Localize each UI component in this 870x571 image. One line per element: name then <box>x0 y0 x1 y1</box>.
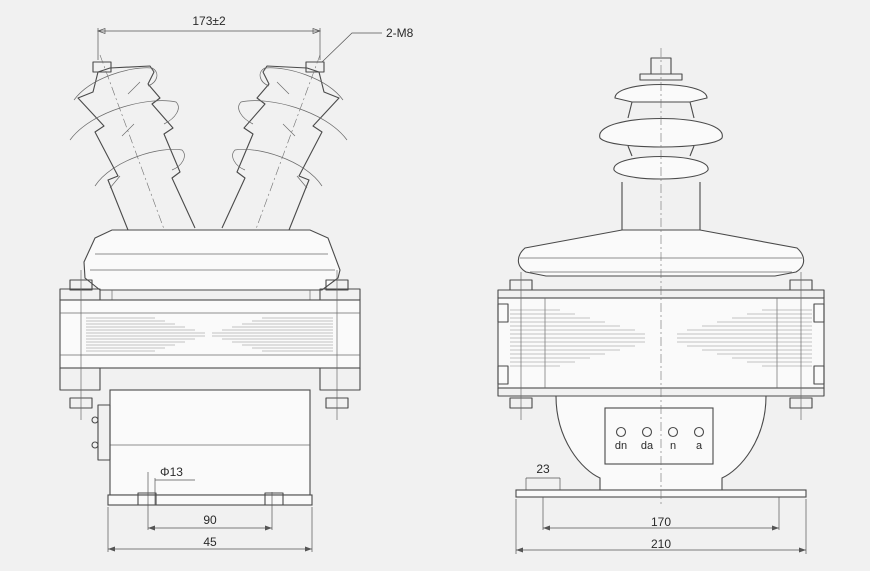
left-bushing <box>69 54 196 241</box>
dim-23-label: 23 <box>536 462 550 476</box>
side-bushing <box>599 57 723 230</box>
right-bushing <box>221 54 348 241</box>
terminal-label: dn <box>615 440 627 452</box>
terminal-label: da <box>641 440 654 452</box>
dim-170-label: 170 <box>651 515 671 529</box>
front-laminations <box>86 317 333 352</box>
screw-icon <box>693 426 705 438</box>
dim-phi13-label: Φ13 <box>160 465 183 479</box>
dim-45-label: 45 <box>203 535 217 549</box>
right-terminal-nut <box>305 61 325 73</box>
dim-terminal-spacing: 173±2 <box>96 14 322 60</box>
dim-210-label: 210 <box>651 537 671 551</box>
front-core <box>59 299 361 369</box>
front-lower-tank <box>109 389 311 496</box>
terminal-label: a <box>696 440 703 452</box>
front-base-plate <box>107 494 313 506</box>
screw-icon <box>667 426 679 438</box>
left-terminal-nut <box>92 61 112 73</box>
front-view: 173±2 2-M8 <box>59 14 414 552</box>
screw-icon <box>615 426 627 438</box>
terminal-label: n <box>670 440 676 452</box>
dim-2-m8-label: 2-M8 <box>386 26 414 40</box>
front-head-cover <box>83 229 341 291</box>
dim-90-label: 90 <box>203 513 217 527</box>
dim-173-label: 173±2 <box>192 14 226 28</box>
terminal-screws: dn da n a <box>615 426 705 452</box>
screw-icon <box>641 426 653 438</box>
side-view: dn da n a 23 170 210 <box>497 48 825 554</box>
dim-bolts-leader: 2-M8 <box>321 26 414 63</box>
